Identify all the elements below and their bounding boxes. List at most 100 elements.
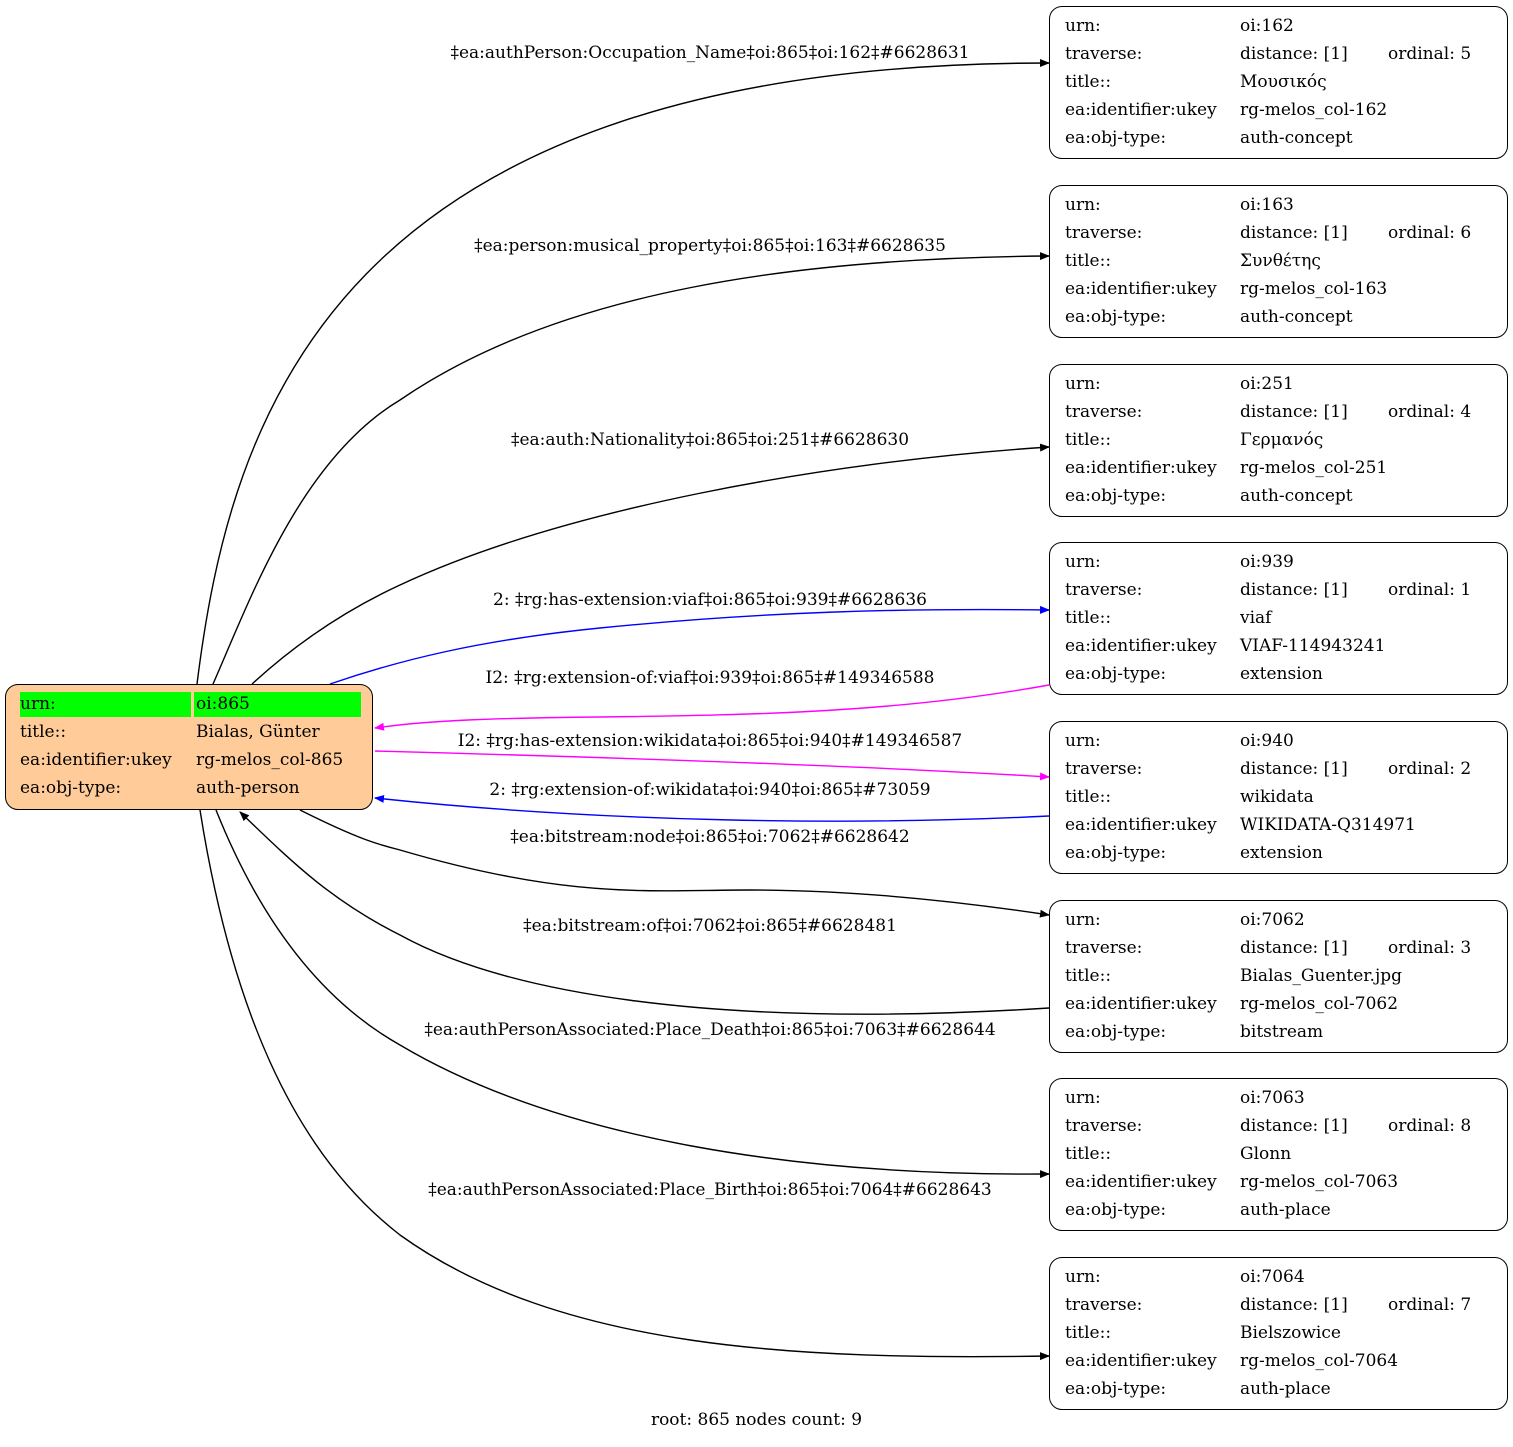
node-row-ukey: ea:identifier:ukey VIAF-114943241 xyxy=(1050,632,1507,660)
node-value: distance: [1] xyxy=(1240,44,1348,64)
edge-label: I2: ‡rg:has-extension:wikidata‡oi:865‡oi… xyxy=(458,731,963,751)
root-node[interactable]: urn: oi:865 title:: Bialas, Günter ea:id… xyxy=(5,684,373,810)
node-key: ea:identifier:ukey xyxy=(1065,636,1217,656)
node-row-type: ea:obj-type:auth-concept xyxy=(1050,482,1507,510)
root-row-type: ea:obj-type: auth-person xyxy=(6,774,372,802)
node-key: traverse: xyxy=(1065,759,1143,779)
node-value: distance: [1] xyxy=(1240,938,1348,958)
root-row-title: title:: Bialas, Günter xyxy=(6,718,372,746)
root-urn-value-highlight xyxy=(194,692,361,717)
node-key: ea:obj-type: xyxy=(1065,664,1167,684)
node-ordinal: ordinal: 5 xyxy=(1388,44,1472,64)
node-row-urn: urn:oi:163 xyxy=(1050,191,1507,219)
node-value: oi:939 xyxy=(1240,552,1294,572)
node-value: distance: [1] xyxy=(1240,759,1348,779)
edge-label: ‡ea:auth:Nationality‡oi:865‡oi:251‡#6628… xyxy=(511,430,909,450)
node-ordinal: ordinal: 3 xyxy=(1388,938,1472,958)
node-value: distance: [1] xyxy=(1240,1116,1348,1136)
node-row-traverse: traverse: distance: [1] ordinal: 2 xyxy=(1050,755,1507,783)
edge-label: ‡ea:authPersonAssociated:Place_Death‡oi:… xyxy=(424,1020,995,1040)
node-value: oi:940 xyxy=(1240,731,1294,751)
root-value: oi:865 xyxy=(196,694,250,714)
node-row-traverse: traverse: distance: [1] ordinal: 5 xyxy=(1050,40,1507,68)
node-row-type: ea:obj-type: extension xyxy=(1050,839,1507,867)
node-key: ea:obj-type: xyxy=(1065,843,1167,863)
node-value: Γερμανός xyxy=(1240,430,1324,450)
node-value: Συνθέτης xyxy=(1240,251,1321,271)
edge-path xyxy=(299,809,1050,918)
node-key: ea:identifier:ukey xyxy=(1065,1351,1217,1371)
node-ordinal: ordinal: 6 xyxy=(1388,223,1472,243)
node-key: traverse: xyxy=(1065,402,1143,422)
graph-footer: root: 865 nodes count: 9 xyxy=(650,1410,863,1430)
node-key: traverse: xyxy=(1065,44,1143,64)
edge-path xyxy=(212,252,1050,685)
node-value: oi:7064 xyxy=(1240,1267,1305,1287)
node-value: rg-melos_col-7062 xyxy=(1240,994,1399,1014)
node-key: ea:identifier:ukey xyxy=(1065,279,1217,299)
node-value: rg-melos_col-162 xyxy=(1240,100,1388,120)
edge-path xyxy=(251,443,1050,685)
node-key: urn: xyxy=(1065,195,1101,215)
node-value: rg-melos_col-7064 xyxy=(1240,1351,1399,1371)
node-key: ea:identifier:ukey xyxy=(1065,100,1217,120)
node-value: oi:7063 xyxy=(1240,1088,1305,1108)
edge-label: 2: ‡rg:extension-of:wikidata‡oi:940‡oi:8… xyxy=(489,780,930,800)
node-value: extension xyxy=(1240,843,1323,863)
root-value: rg-melos_col-865 xyxy=(196,750,344,770)
node-key: traverse: xyxy=(1065,1116,1143,1136)
node-value: Glonn xyxy=(1240,1144,1292,1164)
edge-path xyxy=(374,794,1050,822)
root-urn-key-highlight xyxy=(20,692,191,717)
node-row-urn: urn: oi:7064 xyxy=(1050,1263,1507,1291)
node-value: WIKIDATA-Q314971 xyxy=(1240,815,1416,835)
node-row-type: ea:obj-type:auth-place xyxy=(1050,1375,1507,1403)
edge-label: ‡ea:person:musical_property‡oi:865‡oi:16… xyxy=(474,236,946,256)
node-key: ea:obj-type: xyxy=(1065,1200,1167,1220)
node-ordinal: ordinal: 2 xyxy=(1388,759,1472,779)
edge-path xyxy=(374,684,1050,731)
node-ordinal: ordinal: 7 xyxy=(1388,1295,1472,1315)
node-ordinal: ordinal: 4 xyxy=(1388,402,1472,422)
edge-label: 2: ‡rg:has-extension:viaf‡oi:865‡oi:939‡… xyxy=(493,590,927,610)
node-key: urn: xyxy=(1065,552,1101,572)
node-row-urn: urn:oi:162 xyxy=(1050,12,1507,40)
node-row-ukey: ea:identifier:ukey WIKIDATA-Q314971 xyxy=(1050,811,1507,839)
node-value: auth-place xyxy=(1240,1379,1331,1399)
node-value: distance: [1] xyxy=(1240,223,1348,243)
node-value: extension xyxy=(1240,664,1323,684)
node-row-title: title::Glonn xyxy=(1050,1140,1507,1168)
node-row-urn: urn: oi:7062 xyxy=(1050,906,1507,934)
node-key: urn: xyxy=(1065,1088,1101,1108)
node-key: ea:obj-type: xyxy=(1065,307,1167,327)
node-row-title: title::wikidata xyxy=(1050,783,1507,811)
node-key: traverse: xyxy=(1065,580,1143,600)
node-key: urn: xyxy=(1065,910,1101,930)
node-value: bitstream xyxy=(1240,1022,1324,1042)
node-key: ea:identifier:ukey xyxy=(1065,815,1217,835)
node-row-urn: urn: oi:939 xyxy=(1050,548,1507,576)
node-key: urn: xyxy=(1065,1267,1101,1287)
node-value: oi:7062 xyxy=(1240,910,1305,930)
root-row-urn: urn: oi:865 xyxy=(6,690,372,718)
node-value: Μουσικός xyxy=(1240,72,1327,92)
node-row-ukey: ea:identifier:ukey rg-melos_col-162 xyxy=(1050,96,1507,124)
node-value: distance: [1] xyxy=(1240,1295,1348,1315)
edge-path xyxy=(196,59,1050,685)
node-oi-162[interactable]: urn:oi:162 traverse: distance: [1] ordinal:… xyxy=(1049,6,1508,159)
root-key: ea:identifier:ukey xyxy=(20,750,172,770)
node-value: auth-place xyxy=(1240,1200,1331,1220)
node-value: VIAF-114943241 xyxy=(1240,636,1386,656)
node-row-title: title::Μουσικός xyxy=(1050,68,1507,96)
node-value: wikidata xyxy=(1240,787,1314,807)
